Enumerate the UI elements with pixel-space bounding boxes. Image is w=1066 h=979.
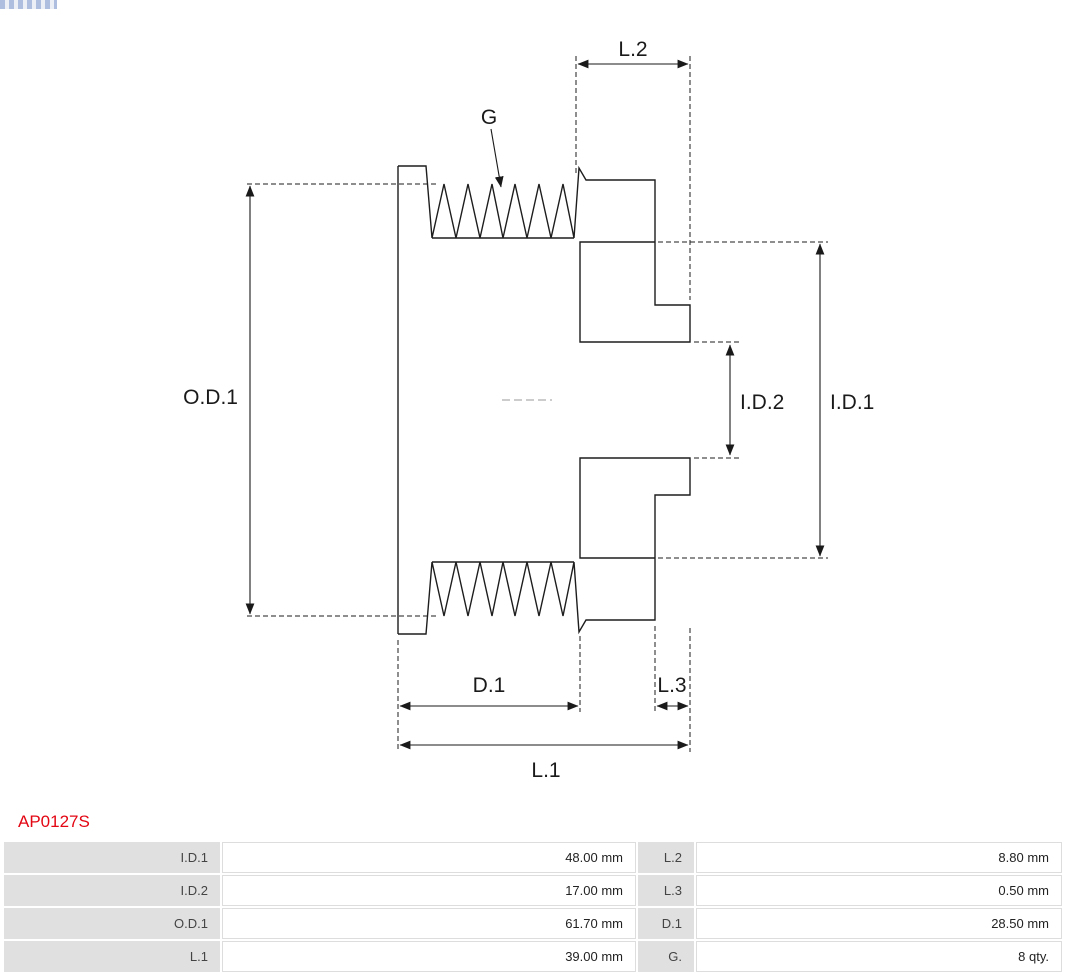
dim-value: 39.00 mm xyxy=(222,941,636,972)
technical-drawing: O.D.1 I.D.1 I.D.2 L.2 D.1 L.3 L.1 G xyxy=(183,38,874,782)
dim-value: 28.50 mm xyxy=(696,908,1062,939)
dim-value: 0.50 mm xyxy=(696,875,1062,906)
dim-label: G. xyxy=(638,941,694,972)
label-od1: O.D.1 xyxy=(183,386,238,409)
label-l3: L.3 xyxy=(657,674,686,697)
leader-line-g xyxy=(490,128,504,188)
label-l2: L.2 xyxy=(618,38,647,61)
table-row: I.D.1 48.00 mm L.2 8.80 mm xyxy=(4,842,1062,873)
pulley-outline-bottom xyxy=(398,457,691,635)
dim-value: 8 qty. xyxy=(696,941,1062,972)
label-l1: L.1 xyxy=(531,759,560,782)
dim-value: 17.00 mm xyxy=(222,875,636,906)
dimension-lines xyxy=(245,59,825,750)
label-id2: I.D.2 xyxy=(740,391,784,414)
label-g: G xyxy=(481,106,497,129)
table-row: I.D.2 17.00 mm L.3 0.50 mm xyxy=(4,875,1062,906)
product-code: AP0127S xyxy=(18,812,90,831)
dim-label: I.D.1 xyxy=(4,842,220,873)
partial-logo xyxy=(0,0,57,9)
extension-lines xyxy=(247,56,828,752)
dim-label: O.D.1 xyxy=(4,908,220,939)
pulley-diagram-svg: O.D.1 I.D.1 I.D.2 L.2 D.1 L.3 L.1 G xyxy=(183,38,874,782)
dimension-table: I.D.1 48.00 mm L.2 8.80 mm I.D.2 17.00 m… xyxy=(2,840,1064,974)
dim-label: L.2 xyxy=(638,842,694,873)
table-row: O.D.1 61.70 mm D.1 28.50 mm xyxy=(4,908,1062,939)
dim-value: 48.00 mm xyxy=(222,842,636,873)
pulley-outline-top xyxy=(398,165,691,343)
dim-label: L.3 xyxy=(638,875,694,906)
dim-label: D.1 xyxy=(638,908,694,939)
table-row: L.1 39.00 mm G. 8 qty. xyxy=(4,941,1062,972)
dim-label: L.1 xyxy=(4,941,220,972)
label-id1: I.D.1 xyxy=(830,391,874,414)
dim-label: I.D.2 xyxy=(4,875,220,906)
dim-value: 61.70 mm xyxy=(222,908,636,939)
pulley-outline xyxy=(397,165,691,635)
dim-value: 8.80 mm xyxy=(696,842,1062,873)
label-d1: D.1 xyxy=(473,674,506,697)
